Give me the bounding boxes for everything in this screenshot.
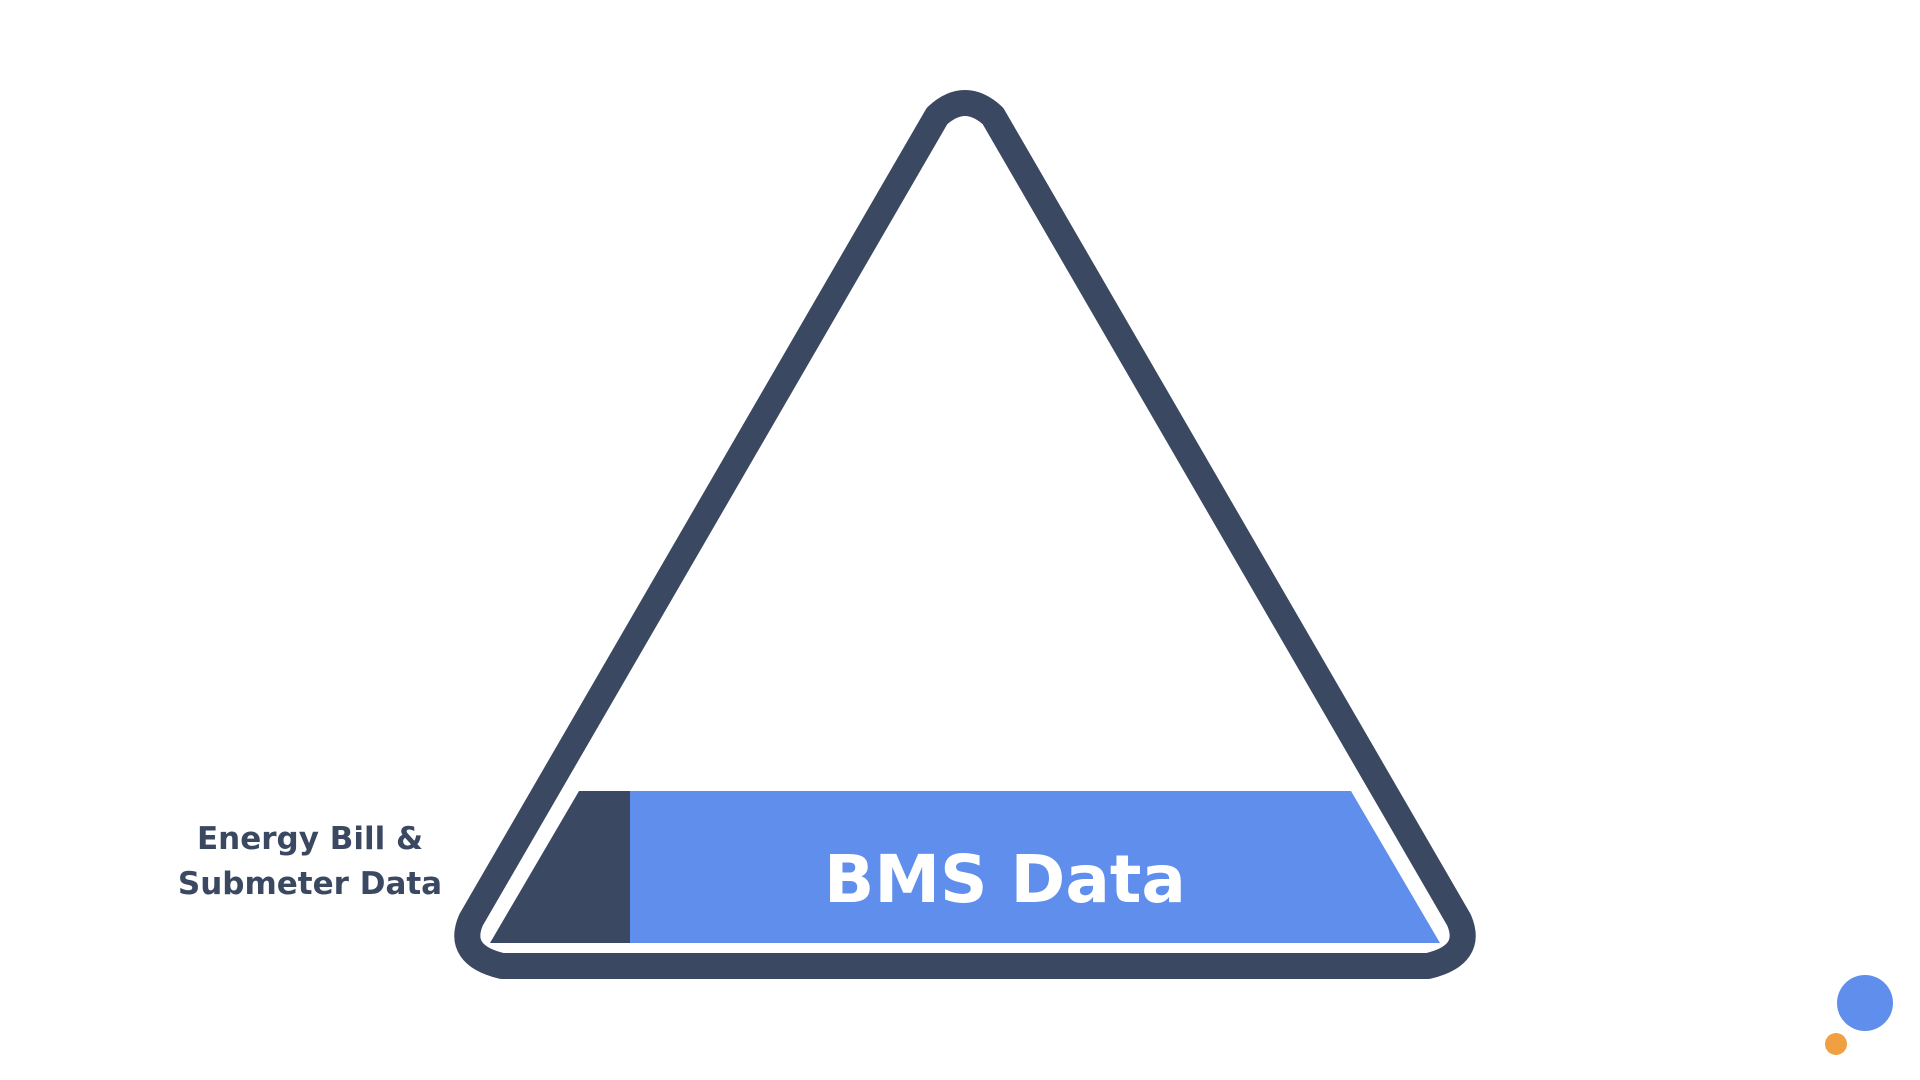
energy-bill-label-line-1: Energy Bill & xyxy=(196,821,424,857)
bms-data-segment xyxy=(630,791,1440,943)
bms-data-label: BMS Data xyxy=(824,841,1186,918)
energy-bill-label-line-2: Submeter Data xyxy=(177,866,443,902)
two-dot-logo-icon xyxy=(1825,970,1895,1060)
pyramid-interior xyxy=(490,132,1440,943)
energy-bill-submeter-label: Energy Bill & Submeter Data xyxy=(150,817,470,907)
logo-blue-dot xyxy=(1837,975,1893,1031)
logo-orange-dot xyxy=(1825,1033,1847,1055)
pyramid-outline xyxy=(454,90,1476,979)
